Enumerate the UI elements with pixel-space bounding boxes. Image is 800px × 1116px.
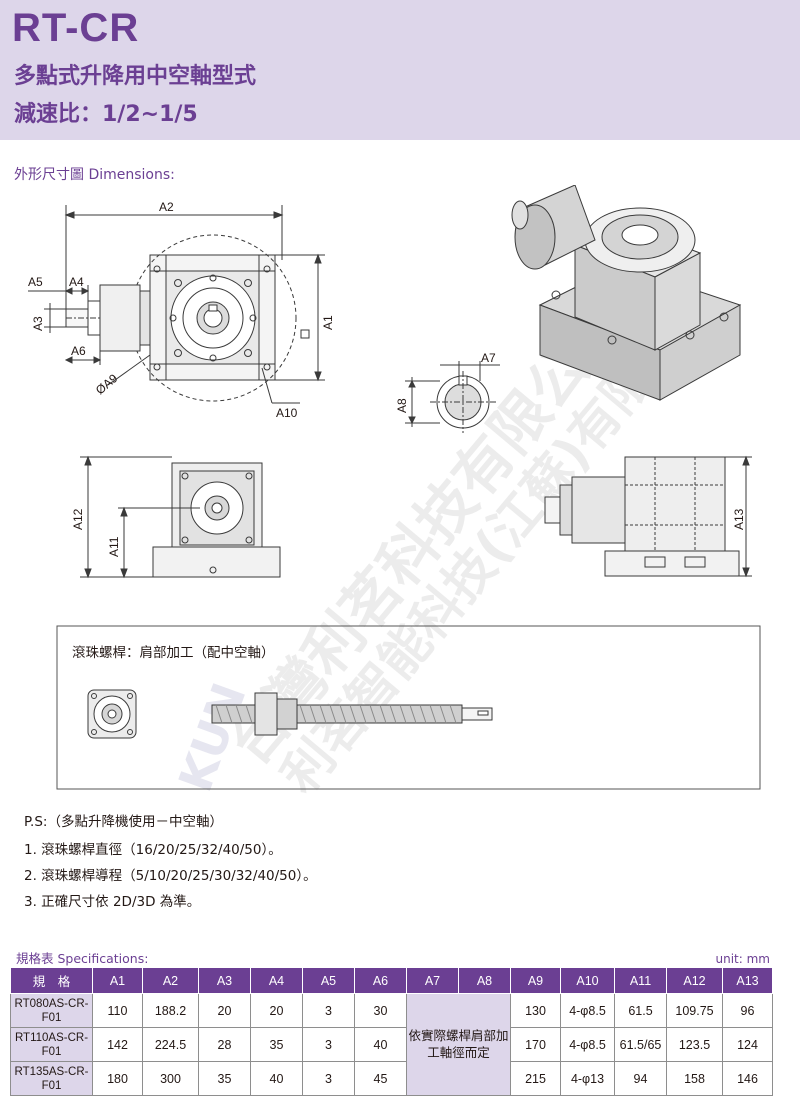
ps-title: P.S:（多點升降機使用－中空軸） [24, 814, 223, 830]
cell-a10: 4-φ13 [560, 1061, 615, 1096]
table-row: RT110AS-CR-F01 142 224.5 28 35 3 40 170 … [10, 1027, 773, 1062]
ballscrew-box [56, 625, 761, 790]
spec-table: 規 格 A1 A2 A3 A4 A5 A6 A7 A8 A9 A10 A11 A… [10, 967, 773, 1096]
cell-a11: 94 [614, 1061, 667, 1096]
dim-label-a6: A6 [71, 344, 86, 358]
col-header-a5: A5 [302, 967, 355, 994]
cell-a13: 146 [722, 1061, 773, 1096]
cell-a3: 28 [198, 1027, 251, 1062]
dim-label-a7: A7 [481, 351, 496, 365]
dim-label-a9: ØA9 [93, 371, 121, 397]
spec-heading: 規格表 Specifications: [16, 951, 149, 966]
cell-a13: 96 [722, 993, 773, 1028]
cell-a11: 61.5/65 [614, 1027, 667, 1062]
col-header-a6: A6 [354, 967, 407, 994]
cell-a9: 170 [510, 1027, 561, 1062]
dim-label-a12: A12 [71, 508, 85, 530]
dim-label-a10: A10 [276, 406, 298, 420]
dim-label-a11: A11 [107, 536, 121, 557]
col-header-a2: A2 [142, 967, 199, 994]
cell-a9: 130 [510, 993, 561, 1028]
cell-a13: 124 [722, 1027, 773, 1062]
cell-a6: 30 [354, 993, 407, 1028]
dim-label-a1: A1 [321, 315, 335, 330]
model-cell: RT080AS-CR-F01 [10, 993, 93, 1028]
cell-a5: 3 [302, 993, 355, 1028]
col-header-a11: A11 [614, 967, 667, 994]
cell-a3: 20 [198, 993, 251, 1028]
cell-a4: 20 [250, 993, 303, 1028]
reduction-ratio: 減速比：1/2~1/5 [14, 102, 198, 127]
dim-label-a4: A4 [69, 275, 84, 289]
dim-label-a13: A13 [732, 508, 746, 530]
product-subtitle: 多點式升降用中空軸型式 [14, 64, 257, 89]
cell-a4: 35 [250, 1027, 303, 1062]
cell-a1: 110 [92, 993, 143, 1028]
cell-a10: 4-φ8.5 [560, 1027, 615, 1062]
spec-header-row: 規 格 A1 A2 A3 A4 A5 A6 A7 A8 A9 A10 A11 A… [10, 967, 773, 994]
front-view-drawing [28, 205, 325, 404]
cell-a1: 180 [92, 1061, 143, 1096]
dim-label-a3: A3 [31, 316, 45, 331]
spec-unit: unit: mm [715, 952, 771, 966]
ballscrew-caption: 滾珠螺桿：肩部加工（配中空軸） [72, 645, 275, 661]
col-header-a7: A7 [406, 967, 459, 994]
col-header-a3: A3 [198, 967, 251, 994]
col-header-a1: A1 [92, 967, 143, 994]
cell-a11: 61.5 [614, 993, 667, 1028]
cell-a12: 158 [666, 1061, 723, 1096]
col-header-model: 規 格 [10, 967, 93, 994]
model-cell: RT110AS-CR-F01 [10, 1027, 93, 1062]
right-view-drawing [544, 455, 752, 578]
cell-a3: 35 [198, 1061, 251, 1096]
cell-a6: 40 [354, 1027, 407, 1062]
ps-note-1: 1. 滾珠螺桿直徑（16/20/25/32/40/50）。 [24, 842, 282, 858]
cell-a6: 45 [354, 1061, 407, 1096]
dimensions-heading: 外形尺寸圖 Dimensions: [14, 167, 175, 183]
col-header-a10: A10 [560, 967, 615, 994]
col-header-a8: A8 [458, 967, 511, 994]
cell-a10: 4-φ8.5 [560, 993, 615, 1028]
col-header-a13: A13 [722, 967, 773, 994]
cell-a9: 215 [510, 1061, 561, 1096]
col-header-a4: A4 [250, 967, 303, 994]
ps-note-2: 2. 滾珠螺桿導程（5/10/20/25/30/32/40/50）。 [24, 868, 317, 884]
dim-label-a5: A5 [28, 275, 43, 289]
cell-a2: 300 [142, 1061, 199, 1096]
cell-a4: 40 [250, 1061, 303, 1096]
dimension-drawings: A2 A5 A4 A3 A6 A1 ØA9 A10 A7 A8 A12 A11 … [28, 185, 761, 790]
isometric-view-drawing [511, 185, 742, 401]
merged-note-cell: 依實際螺桿肩部加工軸徑而定 [406, 993, 511, 1096]
col-header-a12: A12 [666, 967, 723, 994]
keyway-detail-drawing [405, 361, 500, 433]
dim-label-a8: A8 [395, 398, 409, 413]
side-view-drawing [80, 455, 281, 579]
model-cell: RT135AS-CR-F01 [10, 1061, 93, 1096]
ps-note-3: 3. 正確尺寸依 2D/3D 為準。 [24, 894, 201, 910]
cell-a1: 142 [92, 1027, 143, 1062]
cell-a2: 224.5 [142, 1027, 199, 1062]
title-banner: RT-CR 多點式升降用中空軸型式 減速比：1/2~1/5 [0, 0, 800, 140]
cell-a12: 123.5 [666, 1027, 723, 1062]
col-header-a9: A9 [510, 967, 561, 994]
cell-a12: 109.75 [666, 993, 723, 1028]
table-row: RT080AS-CR-F01 110 188.2 20 20 3 30 依實際螺… [10, 993, 773, 1096]
table-row: RT135AS-CR-F01 180 300 35 40 3 45 215 4-… [10, 1061, 773, 1096]
cell-a5: 3 [302, 1061, 355, 1096]
cell-a2: 188.2 [142, 993, 199, 1028]
dim-label-a2: A2 [159, 200, 174, 214]
model-title: RT-CR [12, 6, 140, 50]
cell-a5: 3 [302, 1027, 355, 1062]
